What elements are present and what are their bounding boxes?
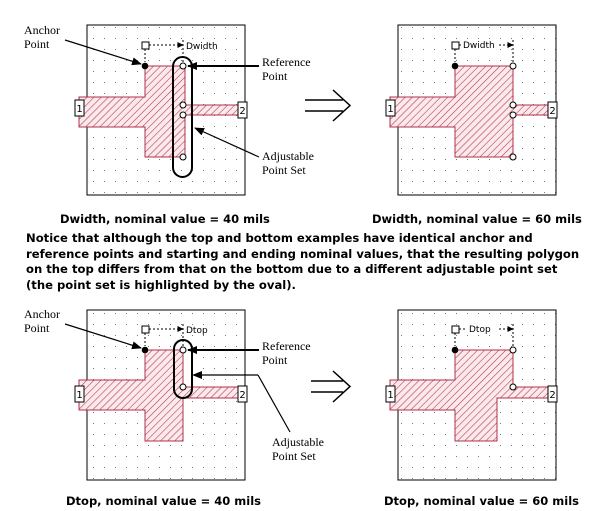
dimension-label: Dtop (469, 325, 491, 335)
port-2-label: 2 (549, 106, 555, 117)
anchor-label: Anchor (24, 307, 60, 321)
dimension-label-bg (467, 323, 497, 334)
dimension-label: Dwidth (463, 41, 495, 51)
caption: Dtop, nominal value = 60 mils (384, 494, 579, 508)
caption: Dwidth, nominal value = 60 mils (372, 212, 582, 226)
dimension-handle (451, 41, 460, 50)
port-2-label: 2 (239, 106, 245, 117)
dimension-label-bg (461, 39, 499, 50)
port-1-label: 1 (387, 390, 393, 401)
anchor-arrow (64, 39, 142, 66)
panel-top-right: 1 2 Dwidth Dwidth, nominal value = 60 mi… (372, 24, 582, 226)
adjustable-point (509, 101, 517, 109)
adjustable-point (179, 153, 187, 161)
reference-point (509, 346, 517, 354)
dimension-handle (451, 325, 460, 334)
anchor-point (451, 346, 459, 354)
notice-paragraph: Notice that although the top and bottom … (26, 231, 580, 292)
port-2-box (237, 385, 248, 403)
port-2-box (547, 385, 558, 403)
panel-bottom-left: 1 2 Dtop Anchor Point Reference Point Ad… (24, 307, 324, 508)
transform-arrow-bottom (311, 370, 352, 403)
reference-label: Reference (262, 55, 311, 69)
anchor-label: Point (24, 37, 50, 51)
port-2-box (547, 101, 558, 119)
port-2-box (237, 101, 248, 119)
port-1-box (385, 99, 396, 117)
reference-label: Point (262, 69, 288, 83)
reference-point (509, 62, 517, 70)
anchor-arrow (64, 323, 142, 350)
adjustable-point (509, 111, 517, 119)
port-1-box (74, 385, 85, 403)
caption: Dtop, nominal value = 40 mils (66, 494, 261, 508)
port-1-label: 1 (76, 104, 82, 115)
reference-label: Point (262, 353, 288, 367)
adjustable-arrow (194, 127, 260, 158)
port-1-label: 1 (76, 390, 82, 401)
adjustable-point (179, 101, 187, 109)
anchor-label: Point (24, 321, 50, 335)
adjustable-point (179, 383, 187, 391)
port-2-label: 2 (239, 390, 245, 401)
panel-top-left: 1 2 Dwidth Anchor Point Reference Point … (24, 23, 314, 226)
port-2-label: 2 (549, 390, 555, 401)
panel-bottom-right: 1 2 Dtop Dtop, nominal value = 60 mils (384, 309, 579, 508)
port-1-box (385, 385, 396, 403)
anchor-point (141, 346, 149, 354)
reference-point (179, 62, 187, 70)
dimension-handle (141, 325, 150, 334)
anchor-point (141, 62, 149, 70)
point-set-oval (173, 339, 193, 399)
adjustable-point (179, 111, 187, 119)
adjustable-label: Point Set (272, 449, 316, 463)
caption: Dwidth, nominal value = 40 mils (60, 212, 270, 226)
adjustable-arrow-leader (257, 374, 291, 433)
port-1-box (74, 99, 85, 117)
dimension-label: Dtop (186, 326, 208, 336)
adjustable-arrow-head (192, 371, 202, 379)
anchor-label: Anchor (24, 23, 60, 37)
dimension-label: Dwidth (186, 42, 218, 52)
adjustable-label: Point Set (262, 163, 306, 177)
reference-point (179, 346, 187, 354)
dimension-handle (141, 41, 150, 50)
reference-label: Reference (262, 339, 311, 353)
adjustable-label: Adjustable (262, 149, 314, 163)
port-1-label: 1 (387, 104, 393, 115)
adjustable-label: Adjustable (272, 435, 324, 449)
transform-arrow-top (305, 89, 352, 122)
adjustable-point (509, 383, 517, 391)
adjustable-point (509, 153, 517, 161)
point-set-oval (172, 56, 193, 178)
anchor-point (451, 62, 459, 70)
